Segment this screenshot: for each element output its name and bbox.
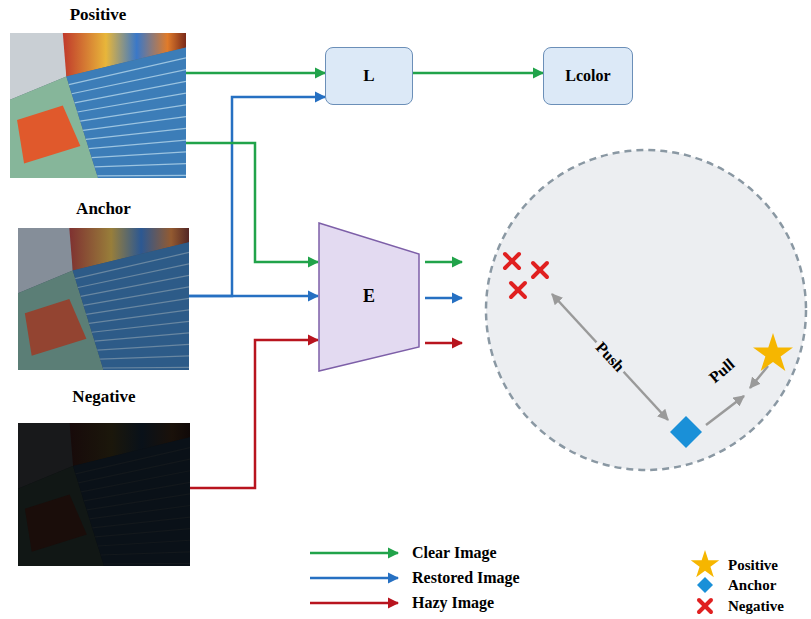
legend-text: Restored Image	[412, 569, 520, 587]
legend-entry: Positive	[728, 557, 778, 574]
arena-court	[17, 106, 80, 164]
seat-row	[95, 164, 186, 167]
legend-text: Negative	[728, 598, 784, 615]
encoder-trapezoid: E	[318, 222, 420, 372]
positive-star	[753, 333, 793, 371]
loss-box: Lcolor	[543, 47, 633, 105]
embedding-space	[486, 150, 806, 470]
seat-row	[92, 321, 189, 332]
pull-arrow	[706, 396, 744, 425]
arena-stands	[73, 437, 190, 566]
negative-markers	[505, 254, 547, 297]
legend-entry: Hazy Image	[412, 594, 494, 612]
legend-entry: Clear Image	[412, 544, 497, 562]
seat-row	[89, 140, 186, 148]
flow-arrow	[186, 143, 318, 262]
seat-row	[92, 517, 190, 528]
seat-row	[78, 264, 189, 288]
seat-row	[72, 70, 186, 94]
image-heading: Positive	[10, 3, 186, 27]
arena-court	[25, 495, 87, 552]
seat-row	[95, 333, 189, 341]
legend-entry: Negative	[728, 598, 784, 615]
photo-illustration	[18, 228, 189, 370]
seat-row	[78, 459, 190, 483]
photo-illustration	[10, 33, 186, 178]
flow-arrow	[189, 295, 318, 298]
flow-arrow	[413, 72, 543, 75]
seat-row	[83, 287, 189, 305]
push-arrow	[552, 294, 668, 420]
flow-arrow	[190, 340, 318, 488]
legend-diamond	[697, 577, 713, 593]
anchor-diamond	[670, 416, 702, 448]
loss-box: L	[325, 47, 413, 105]
legend-text: Anchor	[728, 577, 776, 594]
image-panel: Positive	[10, 3, 186, 178]
pull-arrow	[750, 366, 768, 388]
arena-stands	[73, 242, 189, 370]
heading-area: Negative	[18, 385, 190, 423]
legend-text: Clear Image	[412, 544, 497, 562]
legend-text: Positive	[728, 557, 778, 574]
legend-arrow	[310, 552, 398, 555]
trapezoid-shape	[319, 223, 419, 371]
seat-row	[98, 540, 190, 546]
heading-area: Positive	[10, 3, 186, 33]
photo-ground	[18, 423, 190, 566]
seat-row	[95, 529, 190, 537]
arena-stands	[66, 48, 186, 179]
node-label: Lcolor	[565, 66, 610, 85]
node-label: L	[363, 66, 374, 86]
output-arrow	[425, 261, 462, 264]
image-heading: Negative	[18, 385, 190, 409]
legend-entry: Restored Image	[412, 569, 520, 587]
legend-text: Hazy Image	[412, 594, 494, 612]
seat-row	[101, 552, 190, 555]
image-panel: Anchor	[18, 197, 189, 370]
seat-row	[86, 128, 186, 139]
seat-row	[76, 448, 190, 474]
legend-star	[691, 550, 720, 577]
seat-row	[100, 356, 189, 359]
seat-row	[81, 275, 189, 296]
flow-arrow	[189, 97, 325, 296]
seat-row	[75, 252, 189, 278]
photo-illustration	[18, 423, 190, 566]
output-arrow	[425, 342, 462, 345]
seat-row	[69, 58, 186, 85]
seat-row	[75, 81, 186, 102]
legend-arrow	[310, 602, 398, 605]
seat-row	[89, 310, 189, 323]
seat-row	[103, 563, 190, 565]
heading-area: Anchor	[18, 197, 189, 228]
seat-row	[97, 344, 189, 350]
seat-row	[92, 152, 186, 158]
image-panel: Negative	[18, 385, 190, 566]
node-label: E	[363, 286, 375, 308]
legend-entry: Anchor	[728, 577, 776, 594]
photo-ground	[10, 33, 186, 178]
arena-court	[25, 299, 87, 356]
seat-row	[89, 506, 190, 519]
seat-row	[77, 93, 186, 112]
image-heading: Anchor	[18, 197, 189, 221]
seat-row	[103, 367, 189, 369]
photo-ground	[18, 228, 189, 370]
seat-row	[97, 175, 186, 177]
flow-arrow	[186, 72, 325, 75]
seat-row	[84, 482, 190, 501]
output-arrow	[425, 297, 462, 300]
legend-cross	[699, 600, 711, 612]
legend-arrow	[310, 577, 398, 580]
seat-row	[83, 117, 186, 131]
seat-row	[81, 471, 190, 492]
